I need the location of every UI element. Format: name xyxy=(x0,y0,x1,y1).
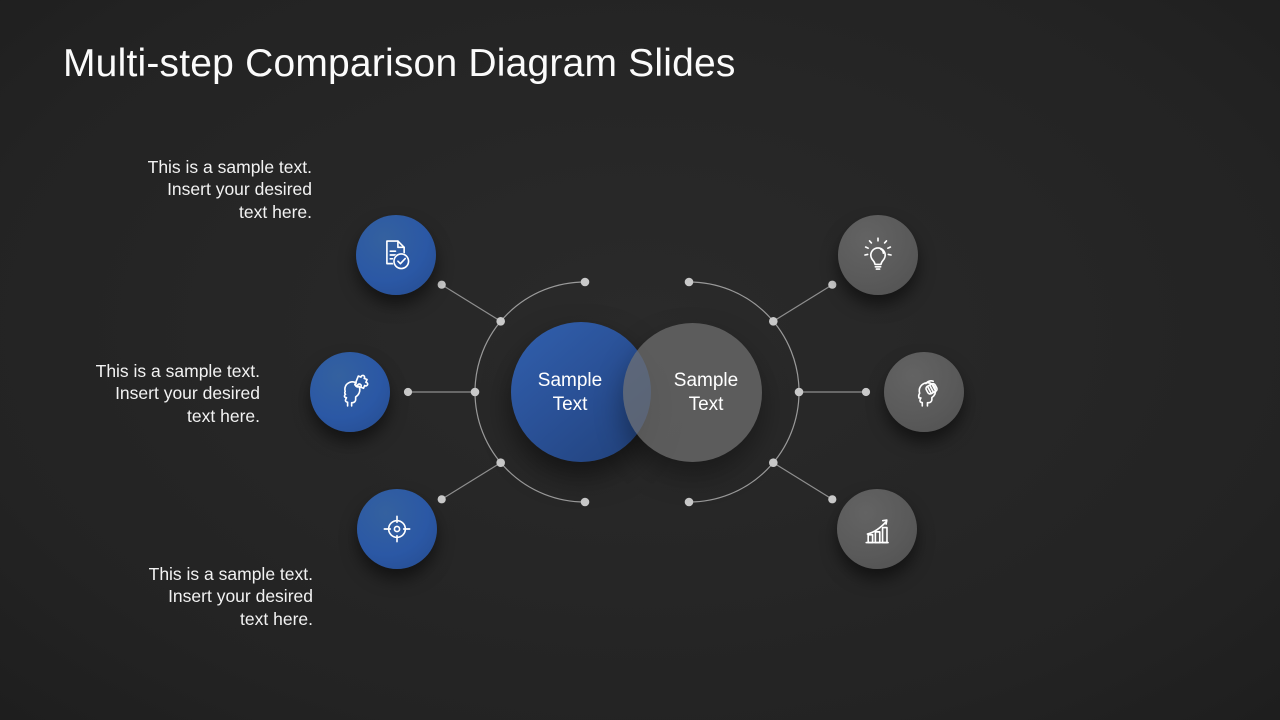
connector-dot xyxy=(769,317,778,326)
icon-circle-document-check xyxy=(356,215,436,295)
slide-title: Multi-step Comparison Diagram Slides xyxy=(63,42,736,85)
growth-chart-icon xyxy=(865,519,889,544)
connector-dot xyxy=(403,387,413,397)
annotation-line: Insert your desired xyxy=(167,179,312,200)
annotation-line: This is a sample text. xyxy=(147,157,312,177)
icon-circle-lightbulb xyxy=(838,215,918,295)
connector-line xyxy=(772,462,833,500)
venn-label-line: Sample xyxy=(673,370,739,391)
annotation-top-left: This is a sample text. Insert your desir… xyxy=(42,156,312,223)
annotation-line: text here. xyxy=(240,608,313,629)
connector-dot xyxy=(437,280,446,289)
annotation-bottom-left: This is a sample text. Insert your desir… xyxy=(43,563,313,630)
connector-dot xyxy=(470,387,480,397)
annotation-line: Insert your desired xyxy=(168,586,313,607)
connector-line xyxy=(441,284,502,322)
lightbulb-icon xyxy=(864,237,892,270)
connector-dot xyxy=(437,495,446,504)
venn-left-label: Sample Text xyxy=(500,369,640,416)
connector-dot xyxy=(684,497,694,507)
icon-circle-mind-hand xyxy=(884,352,964,432)
annotation-line: Insert your desired xyxy=(115,383,260,404)
connector-dot xyxy=(684,277,694,287)
connector-dot xyxy=(580,277,590,287)
annotation-line: text here. xyxy=(187,405,260,426)
venn-right-label: Sample Text xyxy=(636,369,776,416)
icon-circle-target xyxy=(357,489,437,569)
venn-label-line: Sample xyxy=(537,370,603,391)
connector-dot xyxy=(794,387,804,397)
connector-dot xyxy=(861,387,871,397)
annotation-line: This is a sample text. xyxy=(95,361,260,381)
connector-line xyxy=(441,462,502,500)
connector-dot xyxy=(828,280,837,289)
connector-dot xyxy=(580,497,590,507)
target-icon xyxy=(383,515,411,543)
puzzle-head-icon xyxy=(343,374,369,407)
venn-label-line: Text xyxy=(688,393,724,415)
connector-dot xyxy=(496,458,506,468)
annotation-middle-left: This is a sample text. Insert your desir… xyxy=(0,360,260,427)
connector-dot xyxy=(496,317,506,326)
document-check-icon xyxy=(386,240,410,270)
annotation-line: This is a sample text. xyxy=(148,564,313,584)
venn-label-line: Text xyxy=(552,393,588,415)
connector-dot xyxy=(828,495,837,504)
icon-circle-growth-chart xyxy=(837,489,917,569)
connector-line xyxy=(772,284,833,322)
annotation-line: text here. xyxy=(239,201,312,222)
icon-circle-puzzle-head xyxy=(310,352,390,432)
venn-circle-right xyxy=(623,323,762,462)
connector-dot xyxy=(769,458,778,468)
mind-hand-icon xyxy=(917,380,938,407)
